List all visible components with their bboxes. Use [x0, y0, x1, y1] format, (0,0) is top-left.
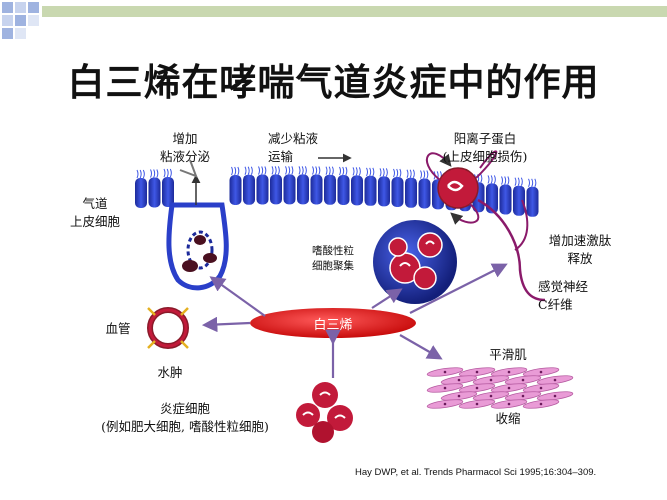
label-edema: 水肿	[157, 365, 183, 380]
epithelial-cell	[283, 174, 296, 205]
page-title: 白三烯在哮喘气道炎症中的作用	[67, 60, 600, 104]
airway-epithelium-band	[135, 166, 539, 217]
epithelial-cell	[243, 174, 255, 205]
label-smooth-muscle: 平滑肌	[489, 347, 527, 362]
epithelial-cell	[135, 178, 147, 208]
epithelial-cell	[378, 176, 390, 207]
eosinophil-aggregate	[373, 220, 457, 304]
epithelial-cell	[270, 174, 282, 205]
epithelial-cell	[229, 175, 242, 205]
epithelial-cell	[499, 184, 512, 215]
epithelial-cell	[364, 175, 377, 206]
header-squares	[2, 2, 39, 39]
inflammatory-cells-cluster	[296, 382, 353, 443]
smooth-muscle-fibers	[426, 367, 574, 409]
epithelial-cell	[391, 177, 404, 207]
epithelial-cell	[418, 178, 431, 209]
sensory-nerve-fiber	[477, 198, 546, 302]
label-blood-vessel: 血管	[105, 321, 131, 336]
epithelial-cell	[256, 174, 269, 205]
label-mucus-transport: 减少粘液运输	[268, 131, 319, 164]
epithelial-cell	[324, 174, 336, 205]
epithelial-cell	[162, 177, 174, 207]
mucus-gland	[166, 159, 229, 291]
label-cationic-protein: 阳离子蛋白(上皮细胞损伤)	[442, 131, 528, 164]
label-tachykinin-release: 增加速激肽释放	[548, 233, 612, 266]
label-contraction: 收缩	[495, 411, 521, 426]
epithelial-cell	[351, 175, 363, 206]
epithelial-cell	[297, 174, 309, 205]
epithelial-cell	[526, 186, 539, 217]
citation: Hay DWP, et al. Trends Pharmacol Sci 199…	[355, 467, 597, 478]
epithelial-cell	[337, 175, 350, 205]
epithelial-cell	[405, 177, 417, 208]
blood-vessel-icon	[147, 307, 189, 349]
center-label: 白三烯	[313, 318, 353, 333]
cationic-protein-cell	[425, 150, 498, 225]
epithelial-cell	[310, 174, 323, 205]
label-mucus-secretion: 增加粘液分泌	[159, 131, 210, 164]
header-band	[42, 6, 667, 17]
epithelial-cell	[513, 185, 525, 216]
label-eosinophil-aggregation: 嗜酸性粒细胞聚集	[312, 245, 354, 272]
effect-arrows	[201, 263, 508, 378]
leukotriene-center-lens	[250, 308, 416, 338]
epithelial-cell	[148, 177, 161, 208]
label-airway-epithelium: 气道上皮细胞	[69, 196, 120, 229]
label-inflammatory-cells: 炎症细胞(例如肥大细胞, 嗜酸性粒细胞)	[101, 401, 269, 434]
